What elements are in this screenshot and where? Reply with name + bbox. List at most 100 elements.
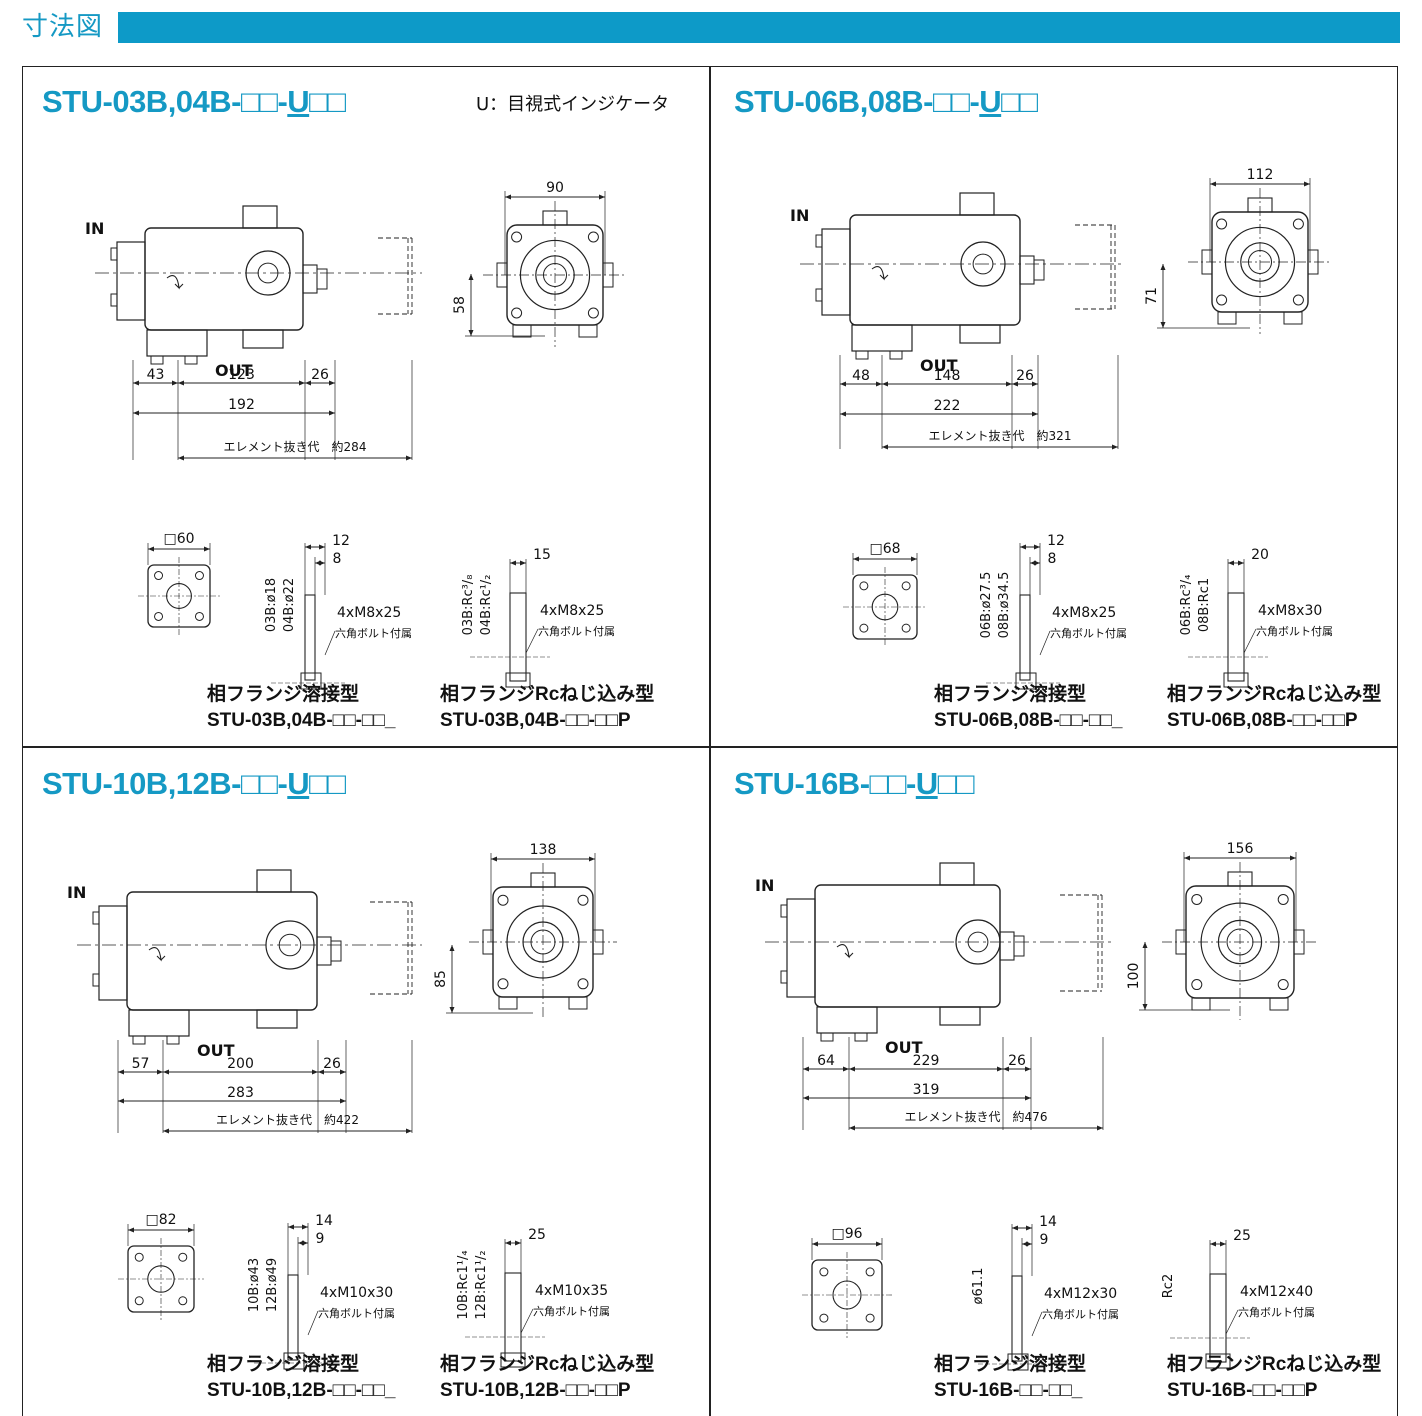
outlet-label: OUT <box>215 361 253 380</box>
bolt-note: 六角ボルト付属 <box>318 1307 395 1320</box>
section-title: 寸法図 <box>22 12 104 42</box>
bolt-note: 六角ボルト付属 <box>1238 1306 1315 1319</box>
flow-arrow-icon <box>166 275 184 290</box>
weld-diameter-label: 03B:ø18 <box>264 578 279 632</box>
dimension-label: 43 <box>147 367 165 383</box>
dimension-label: 64 <box>817 1053 835 1069</box>
bolt-note: 六角ボルト付属 <box>335 627 412 640</box>
panel-title: STU-03B,04B-□□-U□□ <box>42 84 346 119</box>
panel-title: STU-10B,12B-□□-U□□ <box>42 766 346 801</box>
dimension-label: 14 <box>1039 1214 1057 1230</box>
dimension-label: 26 <box>1008 1053 1026 1069</box>
weld-diameter-label: 12B:ø49 <box>265 1258 280 1312</box>
dimension-label: 283 <box>227 1085 254 1101</box>
inlet-label: IN <box>790 206 809 225</box>
dimension-label: 222 <box>934 398 961 414</box>
section-header: 寸法図 <box>0 0 1422 56</box>
weld-diameter-label: 08B:ø34.5 <box>997 572 1012 639</box>
dimension-label: □82 <box>145 1212 176 1228</box>
dimension-label: 229 <box>913 1053 940 1069</box>
flow-arrow-icon <box>836 944 854 959</box>
dimension-label: 192 <box>228 397 255 413</box>
dimension-label: 48 <box>852 368 870 384</box>
bolt-spec: 4xM8x25 <box>1052 605 1116 621</box>
rc-thread-label: 04B:Rc¹/₂ <box>479 575 494 636</box>
dimension-label: 26 <box>1016 368 1034 384</box>
bolt-spec: 4xM10x35 <box>535 1283 608 1299</box>
rc-thread-label: Rc2 <box>1161 1274 1176 1298</box>
weld-diameter-label: ø61.1 <box>971 1268 986 1305</box>
dimension-label: 12 <box>1047 533 1065 549</box>
bolt-note: 六角ボルト付属 <box>533 1305 610 1318</box>
indicator-note: U：目視式インジケータ <box>476 94 670 115</box>
vertical-divider <box>709 66 711 1416</box>
dimension-label: 9 <box>316 1231 325 1247</box>
dimension-label: 25 <box>528 1227 546 1243</box>
dimension-label: 12 <box>332 533 350 549</box>
rc-thread-label: 12B:Rc1¹/₂ <box>474 1250 489 1319</box>
dimension-label: 148 <box>934 368 961 384</box>
bolt-note: 六角ボルト付属 <box>1256 625 1333 638</box>
dimension-label: 9 <box>1040 1232 1049 1248</box>
dimension-label: 138 <box>530 842 557 858</box>
dimension-label: 26 <box>323 1056 341 1072</box>
bolt-spec: 4xM8x25 <box>337 605 401 621</box>
dimension-label: 90 <box>546 180 564 196</box>
rc-thread-label: 06B:Rc³/₄ <box>1179 575 1194 636</box>
outlet-label: OUT <box>197 1041 235 1060</box>
dimension-label: 156 <box>1227 841 1254 857</box>
rc-thread-label: 03B:Rc³/₈ <box>461 575 476 636</box>
dimension-label: □96 <box>831 1226 862 1242</box>
bolt-spec: 4xM12x40 <box>1240 1284 1313 1300</box>
section-title-bar <box>118 12 1400 43</box>
dimension-label: エレメント抜き代 約476 <box>905 1109 1048 1124</box>
flow-arrow-icon <box>148 947 166 962</box>
dimension-label: エレメント抜き代 約422 <box>216 1112 359 1127</box>
horizontal-divider <box>22 746 1398 748</box>
bolt-spec: 4xM8x30 <box>1258 603 1322 619</box>
bolt-note: 六角ボルト付属 <box>1042 1308 1119 1321</box>
panel-title: STU-16B-□□-U□□ <box>734 766 975 801</box>
dimension-label: 112 <box>1247 167 1274 183</box>
dimension-label: 14 <box>315 1213 333 1229</box>
dimension-label: □60 <box>163 531 194 547</box>
flow-arrow-icon <box>871 266 889 281</box>
outlet-label: OUT <box>920 356 958 375</box>
dimension-label: 85 <box>433 970 449 988</box>
weld-diameter-label: 06B:ø27.5 <box>979 572 994 639</box>
dimension-label: 15 <box>533 547 551 563</box>
dimension-label: 71 <box>1144 287 1160 305</box>
dimension-label: □68 <box>869 541 900 557</box>
dimension-label: 319 <box>913 1082 940 1098</box>
dimension-label: 200 <box>227 1056 254 1072</box>
rc-thread-label: 08B:Rc1 <box>1197 578 1212 632</box>
dimension-label: 123 <box>228 367 255 383</box>
dimension-label: 58 <box>452 296 468 314</box>
inlet-label: IN <box>755 876 774 895</box>
bolt-spec: 4xM10x30 <box>320 1285 393 1301</box>
dimension-label: 26 <box>311 367 329 383</box>
inlet-label: IN <box>67 883 86 902</box>
dimension-label: エレメント抜き代 約284 <box>224 439 367 454</box>
dimension-label: 20 <box>1251 547 1269 563</box>
dimension-label: 25 <box>1233 1228 1251 1244</box>
bolt-spec: 4xM12x30 <box>1044 1286 1117 1302</box>
weld-diameter-label: 04B:ø22 <box>282 578 297 632</box>
dimension-label: 8 <box>333 551 342 567</box>
dimension-label: 57 <box>132 1056 150 1072</box>
bolt-note: 六角ボルト付属 <box>538 625 615 638</box>
inlet-label: IN <box>85 219 104 238</box>
dimension-label: 8 <box>1048 551 1057 567</box>
outlet-label: OUT <box>885 1038 923 1057</box>
